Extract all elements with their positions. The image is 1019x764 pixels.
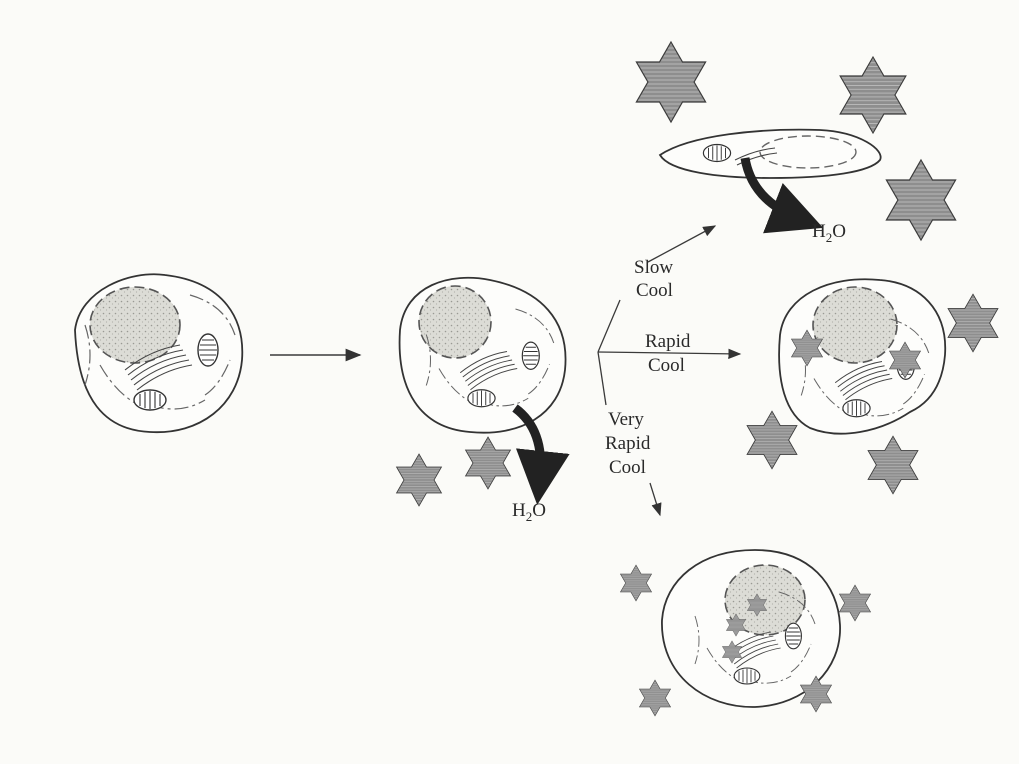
ice-crystal <box>840 57 906 133</box>
slow-cool-label-2: Cool <box>636 280 673 301</box>
very-rapid-cool-label-3: Cool <box>609 457 646 478</box>
ice-crystal <box>948 294 998 352</box>
rapid-cool-label: Rapid <box>645 331 691 352</box>
slow-cool-label: Slow <box>634 257 673 278</box>
ice-crystal <box>466 437 511 489</box>
ice-crystal <box>397 454 442 506</box>
ice-crystal <box>747 411 797 469</box>
ice-crystal <box>868 436 918 494</box>
cell-original <box>75 274 242 432</box>
rapid-cool-label-2: Cool <box>648 355 685 376</box>
ice-crystal <box>620 565 651 601</box>
ice-crystal <box>839 585 870 621</box>
very-rapid-cool-label: Very <box>608 409 644 430</box>
ice-crystal <box>636 42 705 122</box>
water-label: H2O <box>512 500 546 524</box>
ice-crystal <box>886 160 955 240</box>
very-rapid-cool-label-2: Rapid <box>605 433 651 454</box>
cell-dehydrating <box>400 278 566 433</box>
cell-slow-cool-shrunken <box>660 130 881 178</box>
water-label-slow: H2O <box>812 221 846 245</box>
ice-crystal <box>639 680 670 716</box>
